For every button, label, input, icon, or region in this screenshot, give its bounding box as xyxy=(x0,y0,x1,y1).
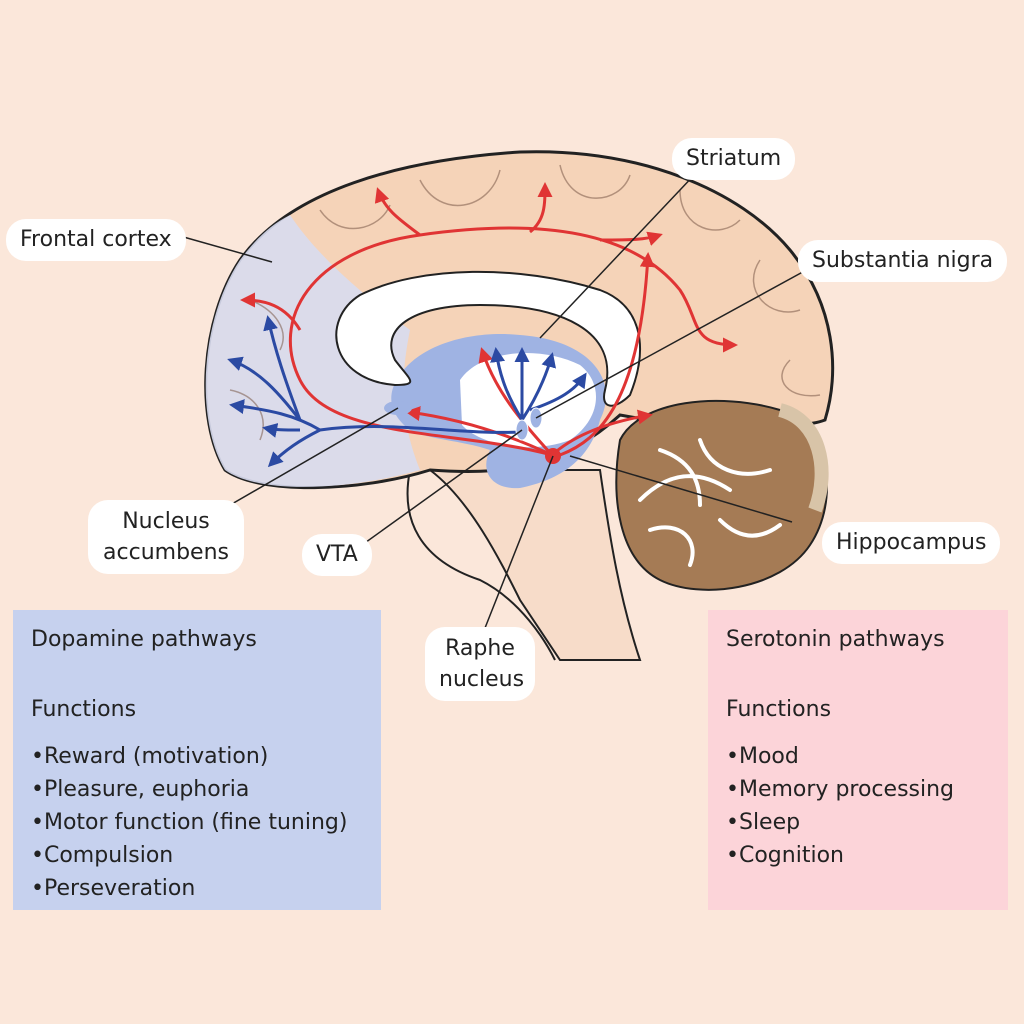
dopamine-legend: Dopamine pathways Functions Reward (moti… xyxy=(13,610,381,910)
dopamine-legend-title: Dopamine pathways xyxy=(31,627,257,652)
label-frontal-cortex: Frontal cortex xyxy=(6,219,186,261)
list-item: Motor function (fine tuning) xyxy=(31,806,363,839)
dopamine-pathways xyxy=(227,315,587,468)
cerebellum xyxy=(615,399,829,591)
list-item: Cognition xyxy=(726,839,990,872)
label-vta: VTA xyxy=(302,534,372,576)
list-item: Pleasure, euphoria xyxy=(31,773,363,806)
list-item: Memory processing xyxy=(726,773,990,806)
serotonin-legend-title: Serotonin pathways xyxy=(726,627,945,652)
label-hippocampus: Hippocampus xyxy=(822,522,1001,564)
corpus-callosum xyxy=(335,270,641,407)
label-substantia-nigra: Substantia nigra xyxy=(798,240,1008,282)
serotonin-legend: Serotonin pathways Functions Mood Memory… xyxy=(708,610,1008,910)
dopamine-arrow-space xyxy=(31,656,363,688)
list-item: Sleep xyxy=(726,806,990,839)
leader-lines xyxy=(179,171,811,629)
serotonin-functions-list: Mood Memory processing Sleep Cognition xyxy=(726,740,990,872)
serotonin-arrow-space xyxy=(726,656,990,688)
label-striatum: Striatum xyxy=(672,138,796,180)
serotonin-pathways xyxy=(240,182,738,457)
frontal-region xyxy=(205,215,420,487)
list-item: Reward (motivation) xyxy=(31,740,363,773)
label-raphe-nucleus: Raphe nucleus xyxy=(425,627,535,701)
list-item: Mood xyxy=(726,740,990,773)
dopamine-functions-list: Reward (motivation) Pleasure, euphoria M… xyxy=(31,740,363,905)
list-item: Compulsion xyxy=(31,839,363,872)
spinal-cord-line xyxy=(406,469,556,661)
gyri xyxy=(229,164,821,441)
label-nucleus-accumbens: Nucleus accumbens xyxy=(88,500,244,574)
brainstem xyxy=(427,469,642,661)
list-item: Perseveration xyxy=(31,872,363,905)
dopamine-functions-heading: Functions xyxy=(31,697,137,722)
serotonin-functions-heading: Functions xyxy=(726,697,832,722)
